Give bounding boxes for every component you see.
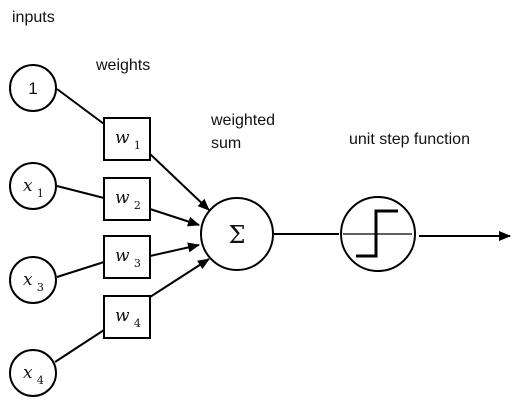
weight-box-w4: w 4 <box>103 295 151 339</box>
connector-x4-to-w4 <box>54 329 105 363</box>
connector-x1-to-w2 <box>56 185 105 199</box>
step-function-icon <box>356 209 398 258</box>
weight-w4-sub: 4 <box>134 317 141 330</box>
weighted-sum-label-line2: sum <box>211 135 242 152</box>
input-node-bias: 1 <box>9 64 57 112</box>
inputs-label: inputs <box>12 9 55 26</box>
weight-w1-var: w <box>115 128 130 148</box>
input-node-x4: x 4 <box>9 349 57 397</box>
svg-text:w 3: w 3 <box>115 246 141 270</box>
svg-text:w 2: w 2 <box>115 188 141 212</box>
weight-w1-sub: 1 <box>134 139 141 152</box>
unit-step-node <box>340 196 416 272</box>
weight-w4-var: w <box>115 306 130 326</box>
weight-w2-sub: 2 <box>134 199 141 212</box>
input-node-x3-var: x <box>23 270 33 290</box>
weight-box-w1: w 1 <box>103 117 151 161</box>
svg-text:w 1: w 1 <box>115 128 141 152</box>
weight-box-w3: w 3 <box>103 235 151 279</box>
svg-text:x 3: x 3 <box>23 270 44 294</box>
sigma-icon: Σ <box>229 221 246 249</box>
connector-input1-to-w1 <box>56 88 105 125</box>
arrow-w3-to-sum <box>149 242 200 257</box>
weight-w3-var: w <box>115 246 130 266</box>
arrow-w2-to-sum <box>149 208 200 227</box>
input-node-x3-sub: 3 <box>37 281 44 294</box>
weight-w3-sub: 3 <box>134 257 141 270</box>
input-node-x4-sub: 4 <box>37 374 44 387</box>
svg-text:w 4: w 4 <box>115 306 141 330</box>
arrow-w4-to-sum <box>149 258 210 298</box>
input-node-x4-var: x <box>23 363 33 383</box>
input-node-x3: x 3 <box>9 256 57 304</box>
svg-text:x 4: x 4 <box>23 363 44 387</box>
weights-label: weights <box>96 57 151 74</box>
svg-text:x 1: x 1 <box>23 176 44 200</box>
input-node-x1-var: x <box>23 176 33 196</box>
connector-x3-to-w3 <box>56 261 105 278</box>
unit-step-function-label: unit step function <box>349 131 470 148</box>
weight-w2-var: w <box>115 188 130 208</box>
summation-node: Σ <box>200 197 274 271</box>
weight-box-w2: w 2 <box>103 177 151 221</box>
input-node-bias-label: 1 <box>28 79 37 98</box>
arrow-w1-to-sum <box>148 152 210 211</box>
input-node-x1: x 1 <box>9 162 57 210</box>
weighted-sum-label-line1: weighted <box>211 112 276 129</box>
input-node-x1-sub: 1 <box>37 187 44 200</box>
